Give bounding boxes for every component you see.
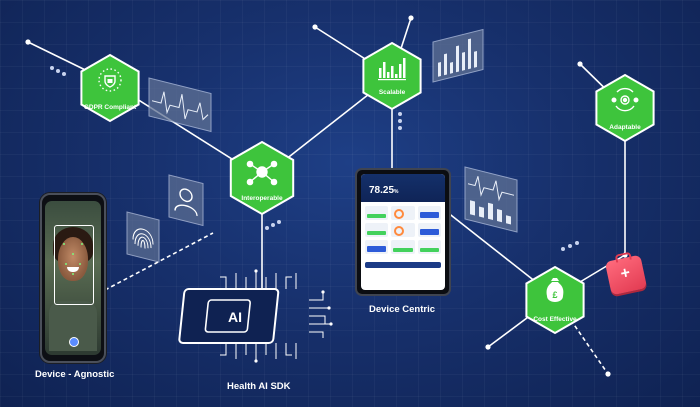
network-icon — [246, 160, 278, 186]
ai-chip: AI — [178, 269, 333, 363]
tablet-unit: % — [394, 189, 399, 195]
dot — [408, 15, 414, 21]
phone-screen — [45, 201, 101, 355]
user-icon — [174, 188, 198, 217]
chip-label: AI — [228, 309, 242, 325]
hex-label: Adaptable — [609, 124, 641, 131]
caption-device-centric: Device Centric — [369, 304, 436, 315]
hex-interoperable: Interoperable — [229, 140, 295, 216]
tablet-bottom-bar — [365, 262, 441, 268]
hex-label: Scalable — [379, 89, 406, 96]
tablet-header: 78.25% — [361, 174, 445, 202]
fingerprint-panel — [126, 211, 160, 263]
fingerprint-icon — [132, 228, 154, 249]
tablet-dashboard-grid — [361, 202, 445, 258]
bar-chart-panel — [432, 28, 484, 83]
tablet-value: 78.25 — [369, 185, 395, 196]
dot — [605, 371, 611, 377]
shield-lock-icon — [98, 68, 122, 92]
ecg-panel-right — [464, 166, 518, 233]
hex-label: Interoperable — [241, 195, 283, 202]
dot — [577, 61, 583, 67]
dot — [25, 39, 31, 45]
svg-text:£: £ — [552, 290, 557, 300]
hex-scalable: Scalable — [362, 41, 422, 111]
user-panel — [168, 174, 204, 227]
hex-gdpr-compliant: GDPR Compliant — [80, 53, 140, 123]
hex-cost-effective: £ Cost Effective — [525, 265, 585, 335]
phone-device — [40, 193, 106, 363]
tablet-screen: 78.25% — [361, 174, 445, 290]
bar-chart-icon — [378, 58, 406, 81]
cycle-gear-icon — [611, 87, 639, 112]
face-scan-frame — [54, 225, 94, 305]
tablet-device: 78.25% — [355, 168, 451, 296]
dot — [485, 344, 491, 350]
pound-money-bag-icon: £ — [546, 278, 564, 302]
caption-health-ai-sdk: Health AI SDK — [227, 381, 291, 392]
hex-adaptable: Adaptable — [595, 73, 655, 143]
ecg-panel-left — [148, 77, 212, 133]
phone-capture-button — [69, 337, 79, 347]
decor-dots — [50, 66, 579, 251]
hex-label: GDPR Compliant — [84, 104, 137, 111]
line-phone-dashed — [104, 232, 214, 291]
dot — [312, 24, 318, 30]
hex-label: Cost Effective — [533, 316, 577, 323]
caption-device-agnostic: Device - Agnostic — [35, 369, 115, 380]
